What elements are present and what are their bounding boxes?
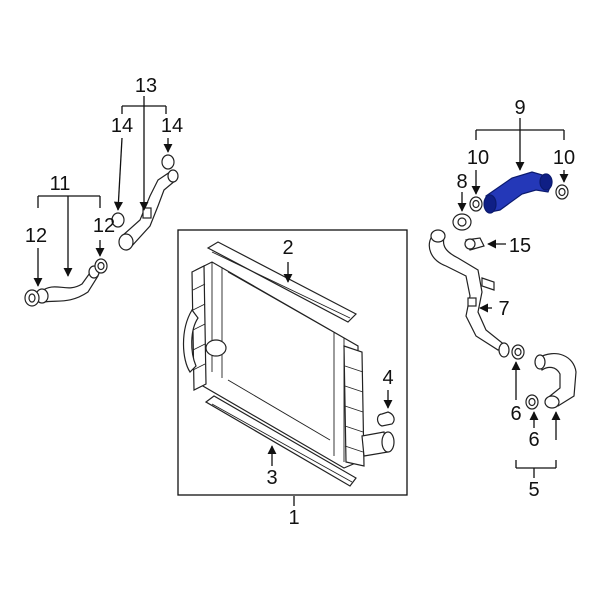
- callout-12b: 12: [93, 215, 115, 237]
- sensor-15-head: [464, 238, 476, 250]
- callout-4: 4: [382, 367, 393, 389]
- intercooler-frame-box: [177, 229, 408, 496]
- hose-5-end-top: [534, 354, 546, 370]
- callout-8: 8: [456, 171, 467, 193]
- clamp-14-right: [161, 154, 175, 170]
- left-hoses-group: [24, 154, 179, 307]
- pipe-7: [428, 235, 508, 351]
- hose-9-highlighted: [485, 171, 553, 213]
- pipe-7-bracket: [481, 277, 495, 291]
- callout-numbers: 1 2 3 4 5 6 6 7 8 9 10 10 11 12 12 13 14…: [25, 75, 575, 529]
- upper-deflector: [206, 241, 358, 323]
- callout-15: 15: [509, 235, 531, 257]
- hose-9-end-left: [483, 194, 497, 214]
- clamp-14-left: [111, 212, 125, 228]
- hose-13-end-top: [167, 169, 179, 183]
- callout-1: 1: [288, 507, 299, 529]
- right-tank-ribs: [344, 365, 364, 453]
- upper-deflector-edge: [211, 251, 351, 319]
- callout-6a: 6: [510, 403, 521, 425]
- left-tank-ribs: [192, 283, 206, 371]
- hose-9-end-right: [539, 173, 553, 191]
- leader-lines: [33, 96, 569, 506]
- left-inlet-port: [205, 339, 227, 357]
- left-inlet-pipe: [182, 308, 199, 373]
- pipe-7-end-top: [430, 229, 446, 243]
- callout-13: 13: [135, 75, 157, 97]
- o-ring-6-top-inner: [514, 347, 522, 357]
- callout-10a: 10: [467, 147, 489, 169]
- callout-12a: 12: [25, 225, 47, 247]
- intercooler-group: [177, 229, 408, 496]
- callout-10b: 10: [553, 147, 575, 169]
- clip-4: [376, 411, 395, 427]
- o-ring-12-right-inner: [97, 261, 105, 271]
- right-outlet-port: [381, 431, 395, 453]
- clamp-8-inner: [457, 217, 467, 227]
- callout-9: 9: [514, 97, 525, 119]
- callout-11: 11: [50, 173, 71, 195]
- callout-5: 5: [528, 479, 539, 501]
- callout-14b: 14: [161, 115, 183, 137]
- callout-2: 2: [282, 237, 293, 259]
- right-tank: [343, 345, 365, 467]
- callout-3: 3: [266, 467, 277, 489]
- pipe-7-end-bottom: [498, 342, 510, 358]
- left-tank: [191, 265, 207, 391]
- hose-5-end-bottom: [544, 395, 560, 409]
- o-ring-6-bottom-inner: [528, 397, 536, 407]
- callout-14a: 14: [111, 115, 133, 137]
- callout-6b: 6: [528, 429, 539, 451]
- o-ring-10-right-inner: [558, 187, 566, 197]
- pipe-7-tab: [467, 297, 477, 307]
- callout-7: 7: [498, 298, 509, 320]
- lower-deflector-edge: [211, 403, 353, 483]
- o-ring-10-left-inner: [472, 199, 480, 209]
- right-hoses-group: [428, 171, 577, 410]
- o-ring-12-left-inner: [28, 293, 36, 303]
- hose-13-end-bottom: [118, 233, 134, 251]
